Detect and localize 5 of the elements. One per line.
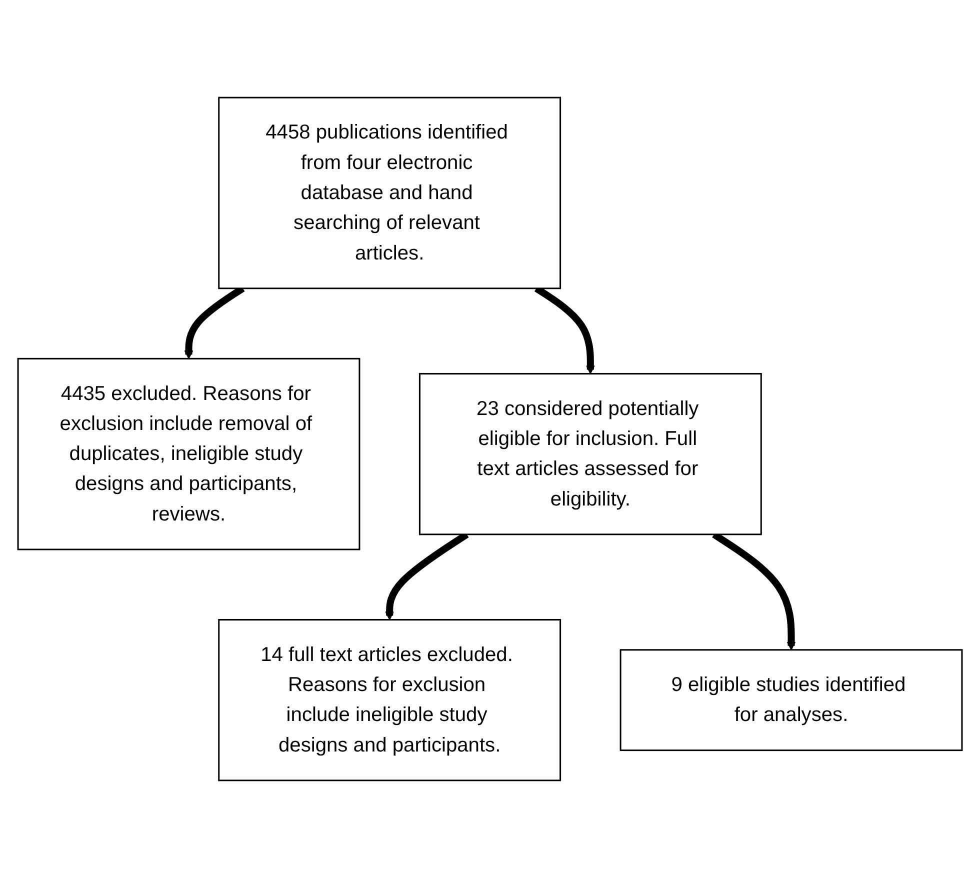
node-box: 23 considered potentially eligible for inclusion. Full text articles assessed for eligibility.	[418, 372, 762, 535]
node-box: 14 full text articles excluded. Reasons for exclusion include ineligible study designs and participants.	[218, 618, 561, 781]
node-box: 9 eligible studies identified for analyses.	[619, 648, 962, 751]
node-box: 4458 publications identified from four electronic database and hand searching of relevant articles.	[218, 96, 561, 289]
node-box: 4435 excluded. Reasons for exclusion include removal of duplicates, ineligible study designs and participants, reviews.	[16, 357, 360, 550]
